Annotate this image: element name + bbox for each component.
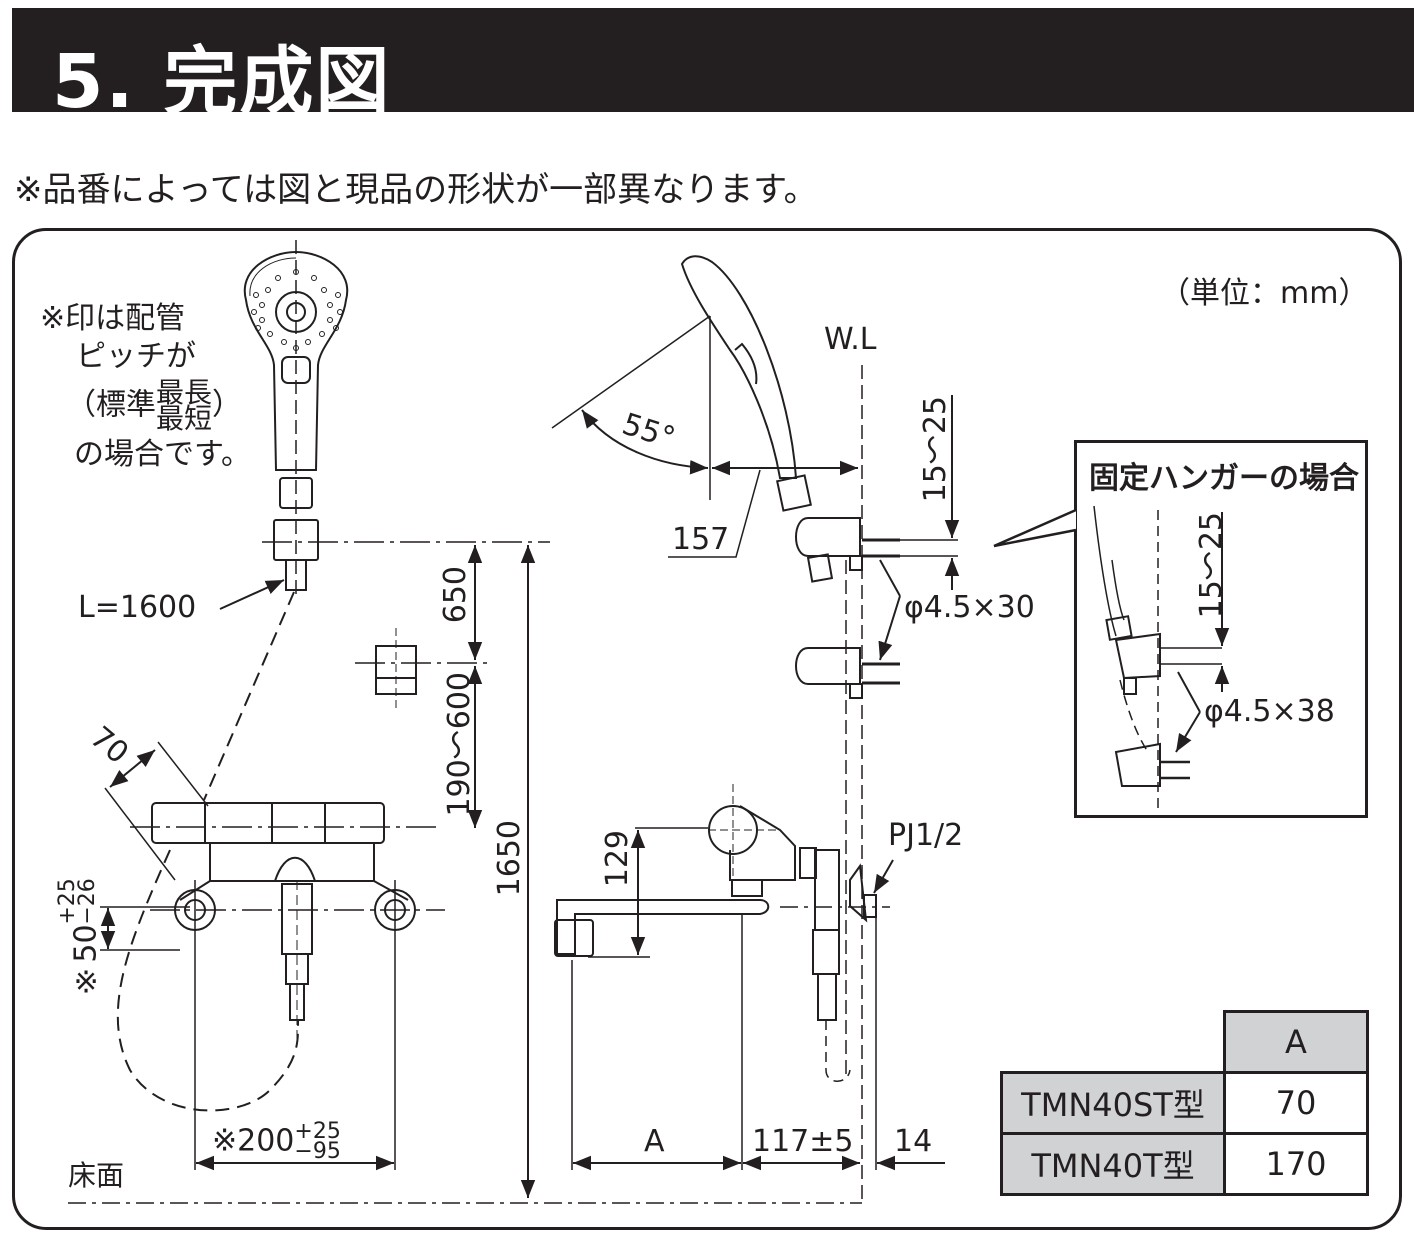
hanger-range-label: 190〜600 xyxy=(442,672,477,817)
table-model: TMN40T型 xyxy=(1000,1132,1226,1196)
table-value: 70 xyxy=(1223,1071,1369,1135)
table-header-a: A xyxy=(1223,1010,1369,1074)
shower-head-front xyxy=(243,240,349,595)
shower-head-side xyxy=(680,255,863,699)
pitch-note-line4: の場合です。 xyxy=(74,437,251,472)
wall-line-label: W.L xyxy=(824,322,877,357)
pitch-note-line1: ※印は配管 xyxy=(40,301,186,336)
fixed-hanger-detail: 固定ハンガーの場合 xyxy=(1074,440,1368,818)
callout-pointer xyxy=(993,508,1077,548)
page-title: 5. 完成図 xyxy=(52,39,392,125)
shape-notice: ※品番によっては図と現品の形状が一部異なります。 xyxy=(14,170,818,210)
reach-label: 157 xyxy=(672,522,730,557)
fixed-hanger-title: 固定ハンガーの場合 xyxy=(1089,461,1359,496)
pitch-height-minus: −26 xyxy=(75,878,100,925)
lower-hanger-front xyxy=(355,628,488,708)
screw-spec-label: φ4.5×30 xyxy=(904,590,1035,625)
screw-gap-label: 15〜25 xyxy=(918,396,953,503)
dim-a-label: A xyxy=(644,1124,665,1159)
table-value: 170 xyxy=(1223,1132,1369,1196)
wall-thickness-label: 14 xyxy=(894,1124,933,1159)
fixed-hanger-drawing xyxy=(1093,505,1230,808)
pitch-note: ※印は配管 ピッチが （標準最長最短） の場合です。 xyxy=(40,300,251,474)
total-height-label: 1650 xyxy=(492,820,527,897)
offset-label: 117±5 xyxy=(752,1124,854,1159)
hanger-spacing-label: 650 xyxy=(438,566,473,624)
pitch-note-max: 最長 xyxy=(156,376,213,409)
drawing-frame xyxy=(12,228,1402,1230)
hose-path xyxy=(203,591,295,801)
pitch-width-label: ※200+25−95 xyxy=(212,1119,341,1164)
unit-label: （単位：mm） xyxy=(1160,276,1369,311)
pitch-note-prefix: （標準 xyxy=(66,387,156,423)
hose-length-label: L=1600 xyxy=(78,590,197,625)
title-bar: 5. 完成図 xyxy=(12,8,1414,125)
shower-nozzle-holes xyxy=(251,269,343,351)
pitch-width-base: ※200 xyxy=(212,1123,295,1159)
pitch-note-min: 最短 xyxy=(156,402,213,435)
pitch-height-label: ※50+25−26 xyxy=(55,878,104,998)
fixed-screw-gap-label: 15〜25 xyxy=(1194,512,1229,619)
pitch-note-line2: ピッチが xyxy=(76,339,196,374)
pitch-width-plus: +25 xyxy=(294,1119,341,1144)
table-row: TMN40ST型 70 xyxy=(1000,1071,1369,1135)
mixer-body-front xyxy=(130,802,445,1170)
table-row: TMN40T型 170 xyxy=(1000,1132,1369,1196)
pitch-width-minus: −95 xyxy=(294,1139,341,1164)
floor-label: 床面 xyxy=(68,1159,125,1192)
table-model: TMN40ST型 xyxy=(1000,1071,1226,1135)
spout-height-label: 129 xyxy=(600,830,635,888)
spec-table: A TMN40ST型 70 TMN40T型 170 xyxy=(1000,1010,1369,1196)
table-header-row: A xyxy=(1002,1010,1369,1074)
pitch-note-suffix: ） xyxy=(212,387,243,423)
pipe-thread-label: PJ1/2 xyxy=(888,818,964,853)
hose-leader xyxy=(219,579,285,610)
mixer-body-side xyxy=(554,784,890,1082)
fixed-screw-spec-label: φ4.5×38 xyxy=(1204,694,1335,729)
pitch-height-base: ※50 xyxy=(68,924,104,998)
